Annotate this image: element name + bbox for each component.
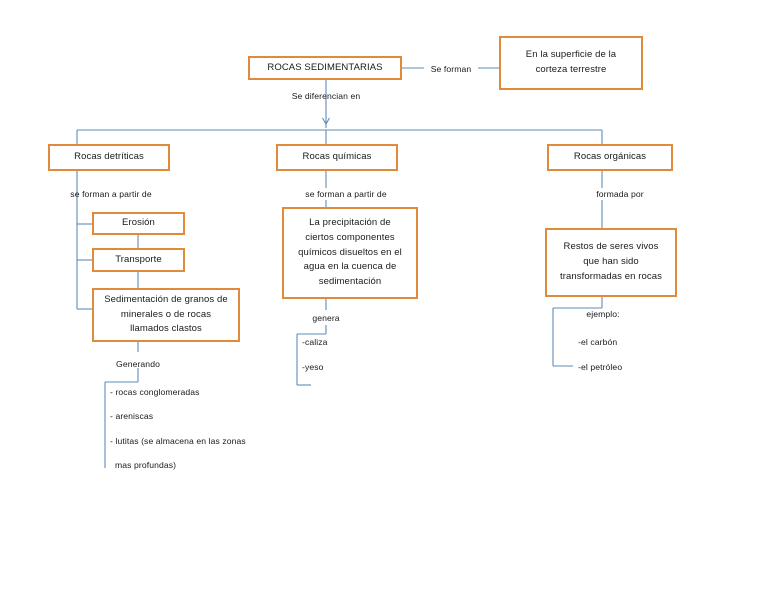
edge-label-genera: genera [312,313,340,323]
node-precipitacion-line-5: sedimentación [318,276,382,288]
list-item-detriticas-1: - rocas conglomeradas [110,387,200,397]
node-rocas-quimicas-label: Rocas químicas [302,151,372,163]
node-precipitacion-line-4: agua en la cuenca de [303,261,397,273]
node-erosion[interactable]: Erosión [92,212,185,235]
list-item-quimicas-1: -caliza [302,337,328,347]
node-restos-seres-vivos[interactable]: Restos de seres vivos que han sido trans… [545,228,677,297]
node-rocas-organicas[interactable]: Rocas orgánicas [547,144,673,171]
list-item-organicas-1: -el carbón [578,337,618,347]
node-rocas-organicas-label: Rocas orgánicas [573,151,647,163]
list-item-detriticas-3: - lutitas (se almacena en las zonas [110,436,246,446]
node-rocas-quimicas[interactable]: Rocas químicas [276,144,398,171]
node-sedimentacion-line-1: Sedimentación de granos de [104,293,228,305]
node-rocas-detriticas-label: Rocas detríticas [74,151,144,163]
node-superficie-corteza-line-2: corteza terrestre [535,64,607,75]
list-item-organicas-2: -el petróleo [578,362,623,372]
arrowhead-down [322,117,330,126]
edge-label-ejemplo: ejemplo: [586,309,620,319]
node-precipitacion-line-1: La precipitación de [309,217,391,229]
edge-label-generando: Generando [116,359,160,369]
edge-label-se-forman-a-partir-de-1: se forman a partir de [70,189,152,199]
node-restos-line-2: que han sido [583,256,639,268]
node-rocas-sedimentarias[interactable]: ROCAS SEDIMENTARIAS [248,56,402,80]
node-superficie-corteza-line-1: En la superficie de la [525,49,617,61]
node-transporte-label: Transporte [115,253,162,265]
node-restos-line-1: Restos de seres vivos [563,241,659,253]
node-precipitacion[interactable]: La precipitación de ciertos componentes … [282,207,418,299]
node-sedimentacion-line-3: llamados clastos [130,323,202,335]
list-item-quimicas-2: -yeso [302,362,324,372]
node-superficie-corteza[interactable]: En la superficie de la corteza terrestre [499,36,643,90]
edge-label-se-forman: Se forman [430,64,472,74]
node-rocas-sedimentarias-label: ROCAS SEDIMENTARIAS [267,61,383,73]
edge-label-se-forman-a-partir-de-2: se forman a partir de [305,189,387,199]
node-rocas-detriticas[interactable]: Rocas detríticas [48,144,170,171]
list-item-detriticas-2: - areniscas [110,411,154,421]
edge-label-se-diferencian-en: Se diferencian en [291,91,361,101]
node-precipitacion-line-2: ciertos componentes [305,231,395,243]
edge-label-formada-por: formada por [596,189,644,199]
node-sedimentacion-line-2: minerales o de rocas [120,308,212,320]
node-transporte[interactable]: Transporte [92,248,185,272]
node-precipitacion-line-3: químicos disueltos en el [298,246,402,258]
node-restos-line-3: transformadas en rocas [560,270,662,282]
node-erosion-label: Erosión [122,217,155,229]
node-sedimentacion[interactable]: Sedimentación de granos de minerales o d… [92,288,240,342]
list-item-detriticas-4: mas profundas) [115,460,177,470]
